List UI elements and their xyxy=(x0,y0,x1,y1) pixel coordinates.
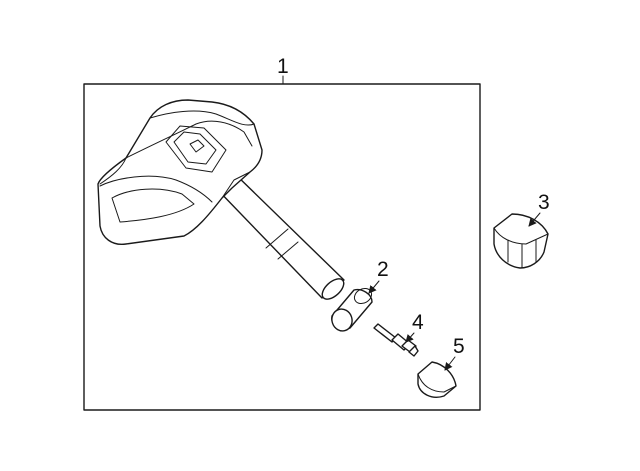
valve-cap-body xyxy=(417,361,457,398)
grommet-face xyxy=(331,308,353,332)
sensor-top-face xyxy=(125,120,253,159)
leader-line-3 xyxy=(528,212,541,227)
callout-5[interactable]: 5 xyxy=(444,335,465,371)
valve-nut-body xyxy=(493,213,549,269)
sensor-pad-inner xyxy=(173,131,217,165)
callout-4[interactable]: 4 xyxy=(405,311,424,343)
sensor-side-face xyxy=(99,175,213,203)
sensor-top-ridge xyxy=(149,110,255,126)
grommet-icon[interactable] xyxy=(329,285,374,333)
callout-label-3: 3 xyxy=(538,191,550,214)
sensor-pad-dot xyxy=(189,139,205,153)
tire-pressure-sensor-assembly-icon[interactable] xyxy=(97,99,347,303)
callout-2[interactable]: 2 xyxy=(368,258,389,294)
assembly-frame xyxy=(83,83,481,411)
callout-3[interactable]: 3 xyxy=(528,191,550,227)
valve-stem-ring xyxy=(265,228,289,249)
valve-stem xyxy=(213,171,345,299)
sensor-front-edge xyxy=(99,157,127,185)
valve-core-end xyxy=(408,345,419,357)
valve-cap-top xyxy=(417,373,457,393)
sensor-body xyxy=(97,99,263,245)
callout-label-4: 4 xyxy=(412,311,424,334)
sensor-pad xyxy=(165,125,227,173)
valve-cap-icon[interactable] xyxy=(417,361,457,398)
callout-label-2: 2 xyxy=(377,258,389,281)
callout-label-1: 1 xyxy=(277,55,289,78)
sensor-side-edge xyxy=(221,171,251,199)
valve-stem-groove xyxy=(277,241,299,260)
sensor-side-panel xyxy=(111,188,195,223)
leader-line-4 xyxy=(405,332,415,343)
valve-nut-top xyxy=(493,227,549,245)
callout-label-5: 5 xyxy=(453,335,465,358)
callout-1[interactable]: 1 xyxy=(277,55,289,85)
valve-nut-icon[interactable] xyxy=(493,213,549,269)
valve-stem-tip xyxy=(321,278,345,300)
leader-line-5 xyxy=(444,356,456,371)
leader-line-2 xyxy=(368,280,380,294)
